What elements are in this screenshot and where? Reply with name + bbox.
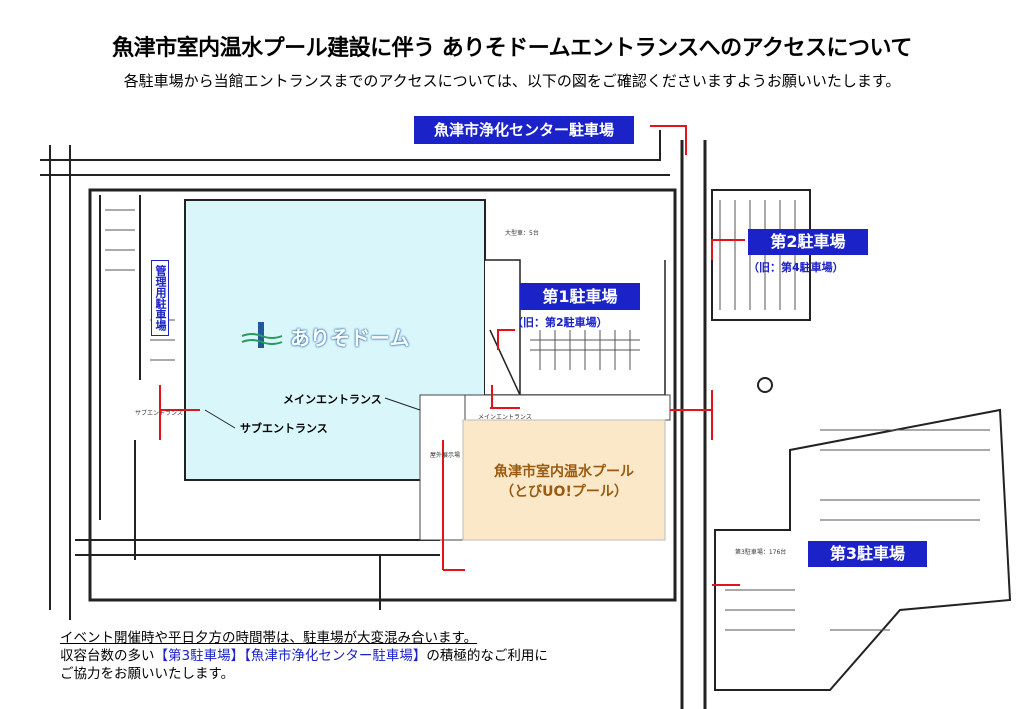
small-main-entrance: メインエントランス [478,414,532,421]
compass-icon [757,377,773,393]
admin-parking-label: 管理用駐車場 [151,260,169,336]
site-boundary [88,188,677,602]
large-vehicle-count: 大型車：5台 [505,230,539,237]
note-line-1: イベント開催時や平日夕方の時間帯は、駐車場が大変混み合います。 [60,630,478,646]
pool-name: 魚津市室内温水プール [494,464,634,480]
main-entrance-label: メインエントランス [283,393,382,406]
south-road [75,539,440,610]
pool-label: 魚津市室内温水プール （とびUO!プール） [463,462,665,502]
parking-2-outline [711,189,811,321]
parking-3-label: 第3駐車場 [808,541,927,567]
note-highlight: 【第3駐車場】【魚津市浄化センター駐車場】 [154,648,427,664]
outdoor-area-label: 屋外展示場 [430,452,461,459]
page-title: 魚津市室内温水プール建設に伴う ありそドームエントランスへのアクセスについて [112,36,912,61]
parking-3-stalls [725,429,990,631]
note-line-3: ご協力をお願いいたします。 [60,666,235,682]
dome-name: ありそドーム [290,326,410,350]
north-road [40,130,670,176]
note-text: 収容台数の多い [60,648,155,664]
notes: イベント開催時や平日夕方の時間帯は、駐車場が大変混み合います。 収容台数の多い【… [60,629,548,683]
parking-1-stalls [530,330,640,370]
parking-2-old-label: （旧：第4駐車場） [748,261,844,274]
parking-3-count: 第3駐車場：176台 [735,549,787,556]
parking-1-old-label: （旧：第2駐車場） [512,316,608,329]
parking-1-label: 第1駐車場 [520,283,640,310]
dome-logo-icon [241,322,283,348]
parking-2-stalls [719,200,796,310]
west-road [49,145,71,620]
pool-building [462,419,666,541]
small-sub-entrance: サブエントランス [135,410,183,417]
pool-nickname: （とびUO!プール） [500,484,628,500]
sub-entrance-label: サブエントランス [240,422,328,435]
parking-3-outline [714,408,1012,691]
page-subtitle: 各駐車場から当館エントランスまでのアクセスについては、以下の図をご確認くださいま… [123,72,901,90]
leader-lines [204,397,421,429]
main-road [680,140,707,709]
note-text: の積極的なご利用に [426,648,548,664]
access-arrows [159,125,745,586]
note-line-2: 収容台数の多い【第3駐車場】【魚津市浄化センター駐車場】の積極的なご利用に [60,647,548,665]
parking-sewage-label: 魚津市浄化センター駐車場 [414,116,634,144]
parking-2-label: 第2駐車場 [748,229,868,255]
